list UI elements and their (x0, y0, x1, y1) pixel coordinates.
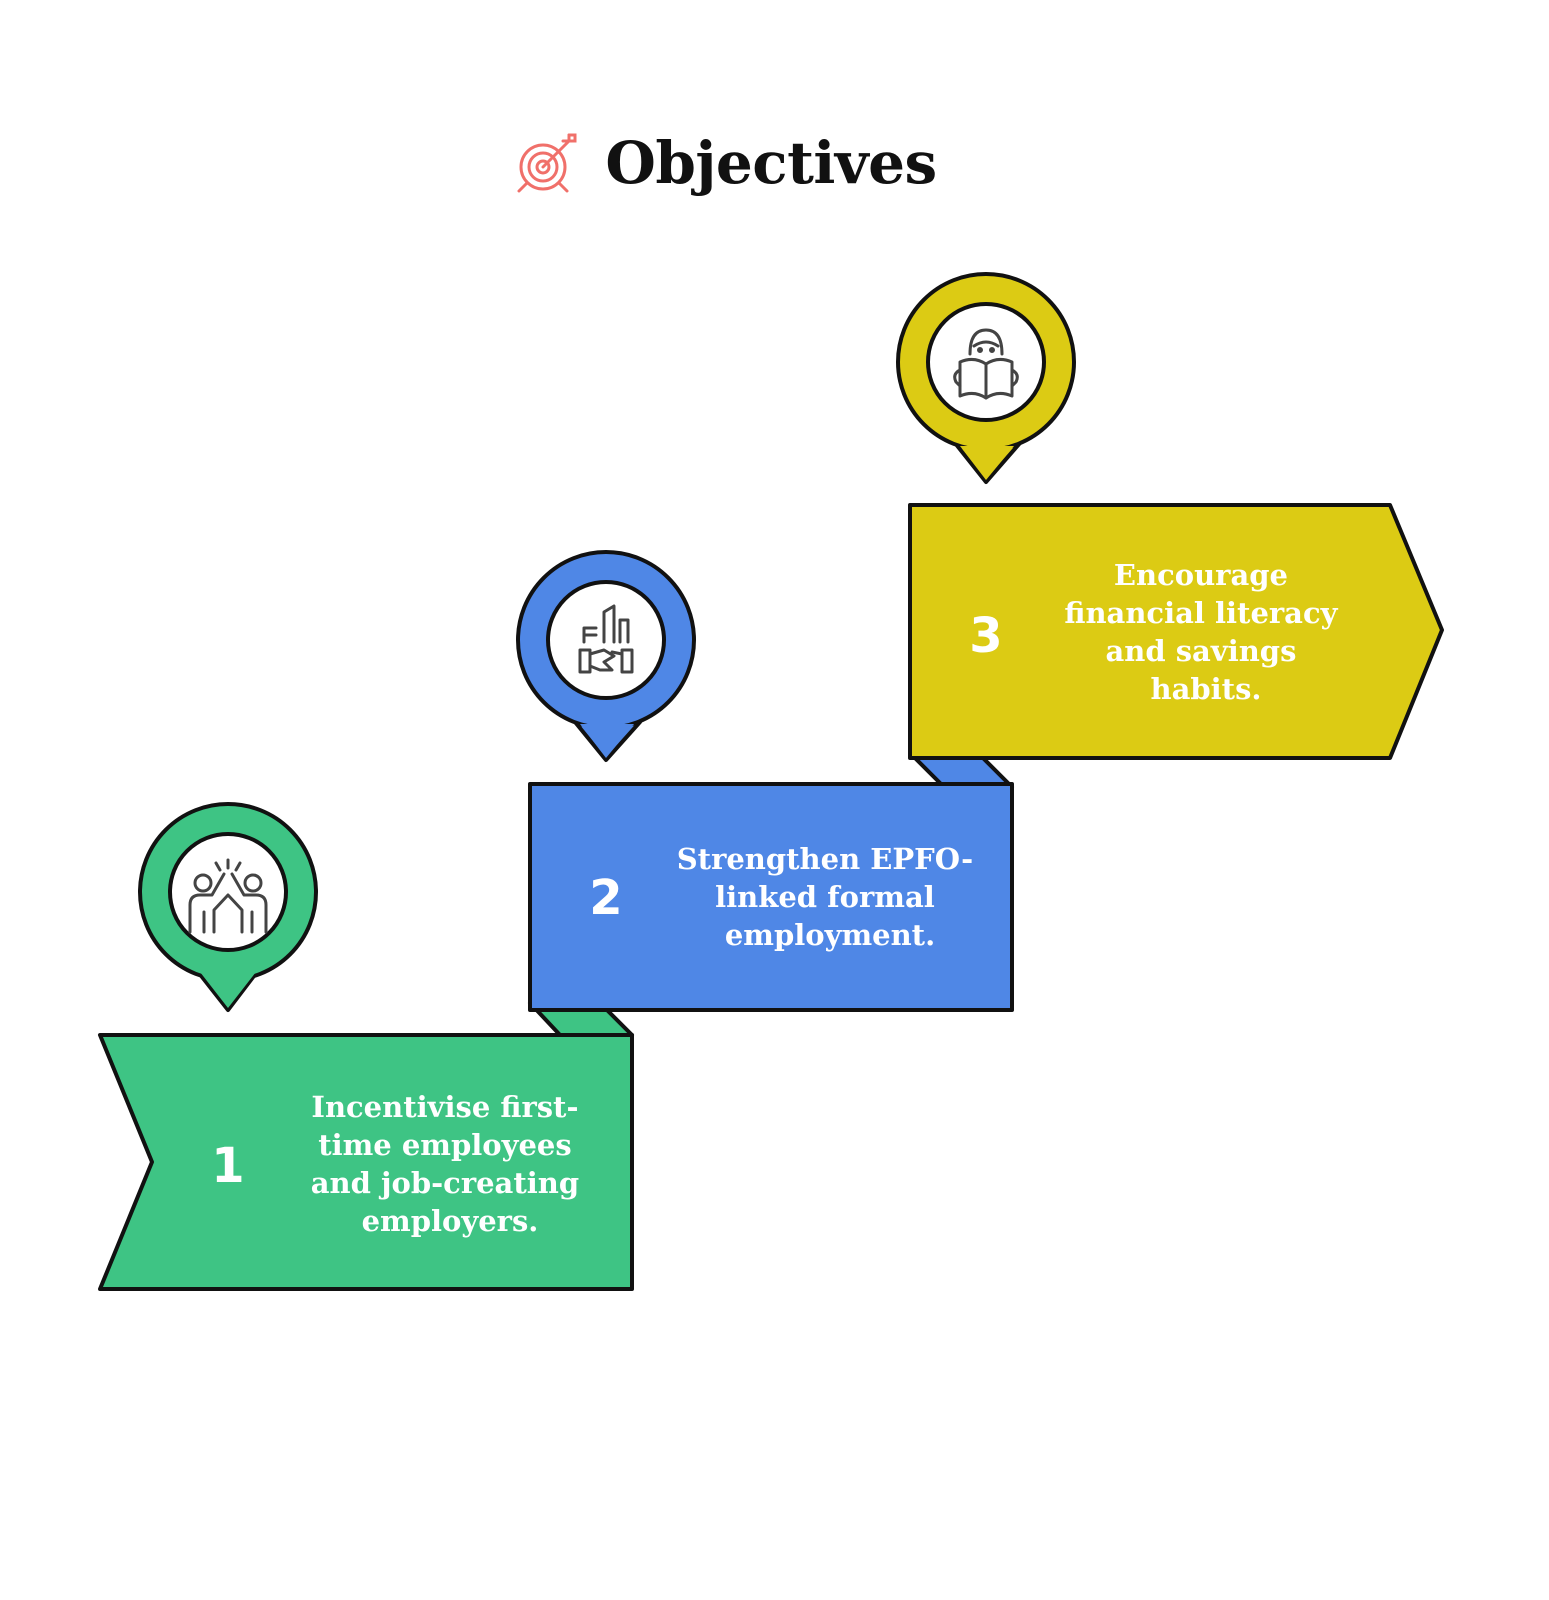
step-2-line: employment. (725, 918, 935, 952)
title-row: Objectives (0, 118, 1450, 208)
pin-step-1 (138, 802, 318, 1012)
step-2-banner (528, 782, 1014, 1012)
step-2-text: Strengthen EPFO- linked formal employmen… (677, 842, 984, 952)
step-1-line: time employees (318, 1128, 572, 1162)
step-3-banner (908, 503, 1444, 760)
step-3-line: habits. (1151, 672, 1262, 706)
step-1-line: employers. (362, 1204, 539, 1238)
step-1-number: 1 (211, 1138, 244, 1194)
step-1-line: Incentivise first- (311, 1090, 578, 1124)
step-2-number: 2 (589, 870, 622, 926)
reading-person-icon (953, 328, 1019, 400)
step-2-line: linked formal (715, 880, 935, 914)
step-2-line: Strengthen EPFO- (677, 842, 973, 876)
step-3-line: and savings (1105, 634, 1296, 668)
step-3-line: financial literacy (1064, 596, 1338, 630)
step-1-line: and job-creating (311, 1166, 579, 1200)
pin-step-3 (896, 272, 1076, 484)
handshake-building-icon (578, 604, 634, 674)
pin-step-2 (516, 550, 696, 762)
page-title: Objectives (605, 129, 937, 197)
step-3-number: 3 (969, 608, 1002, 664)
target-icon (517, 133, 577, 193)
step-1-text: Incentivise first- time employees and jo… (311, 1090, 589, 1238)
high-five-icon (188, 858, 268, 934)
step-3-line: Encourage (1114, 558, 1288, 592)
step-1-banner (98, 1033, 634, 1291)
step-3-text: Encourage financial literacy and savings… (1064, 558, 1347, 706)
